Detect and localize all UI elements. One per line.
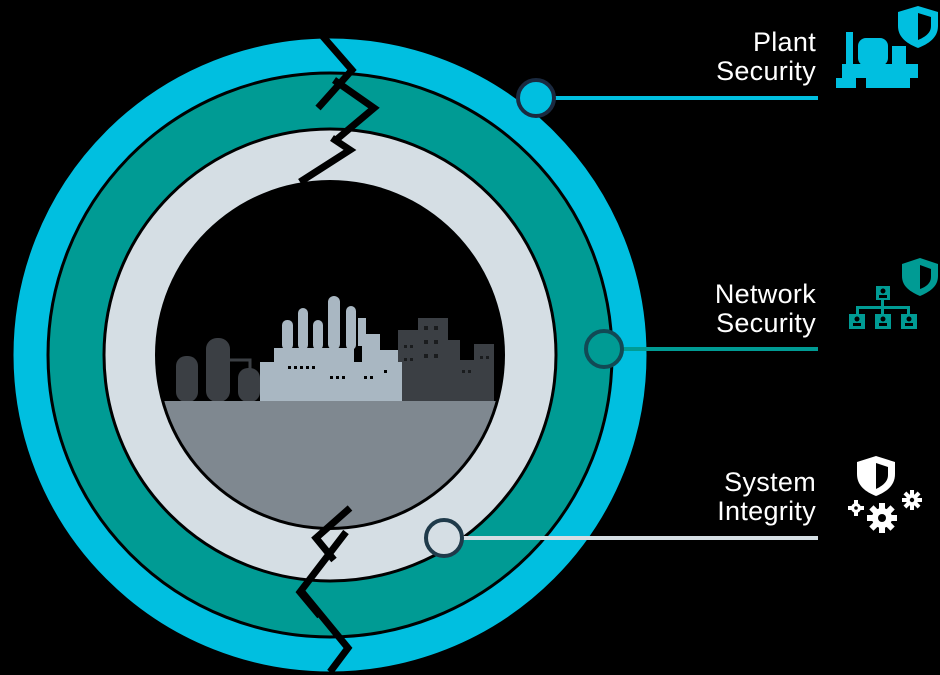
city-buildings — [398, 318, 494, 402]
system-integrity-line2: Integrity — [717, 496, 816, 526]
storage-tanks — [176, 338, 260, 402]
network-security-line2: Security — [716, 308, 816, 338]
plant-security-label: Plant Security — [716, 28, 816, 86]
plant-security-line1: Plant — [752, 27, 816, 57]
plant-connector-dot — [516, 78, 556, 118]
network-shield-icon — [849, 258, 938, 329]
system-connector-dot — [424, 518, 464, 558]
network-security-label: Network Security — [715, 280, 816, 338]
system-integrity-label: System Integrity — [717, 468, 816, 526]
plant-shield-icon — [836, 6, 938, 88]
network-security-line1: Network — [714, 279, 816, 309]
network-connector-dot — [584, 329, 624, 369]
plant-buildings — [260, 296, 402, 402]
system-integrity-line1: System — [724, 467, 816, 497]
ring-dividers — [295, 21, 380, 675]
gears-shield-icon — [848, 456, 922, 533]
plant-security-line2: Security — [716, 56, 816, 86]
